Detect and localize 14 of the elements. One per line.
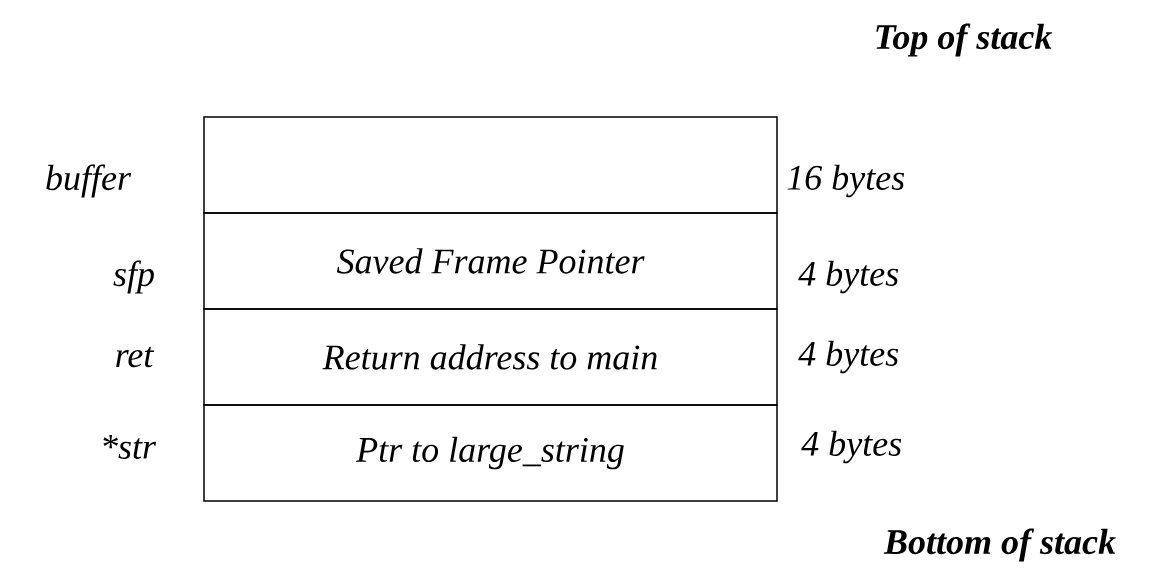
field-name: *str <box>103 435 157 459</box>
stack-end-label: Top of stack <box>876 23 1053 57</box>
size-label: 16 bytes <box>787 164 905 198</box>
size-label: 4 bytes <box>798 340 899 374</box>
empty-stack-cell <box>203 116 778 214</box>
size-label: 4 bytes <box>801 430 902 464</box>
field-name: ret <box>116 346 155 368</box>
field-name: sfp <box>113 260 154 294</box>
stack-end-label: Bottom of stack <box>883 528 1116 562</box>
stack-cell: Ptr to large_string <box>203 404 778 502</box>
field-name: buffer <box>46 164 132 198</box>
stack-cell: Saved Frame Pointer <box>203 212 778 310</box>
size-label: 4 bytes <box>798 260 899 294</box>
stack-cell: Return address to main <box>203 308 778 406</box>
